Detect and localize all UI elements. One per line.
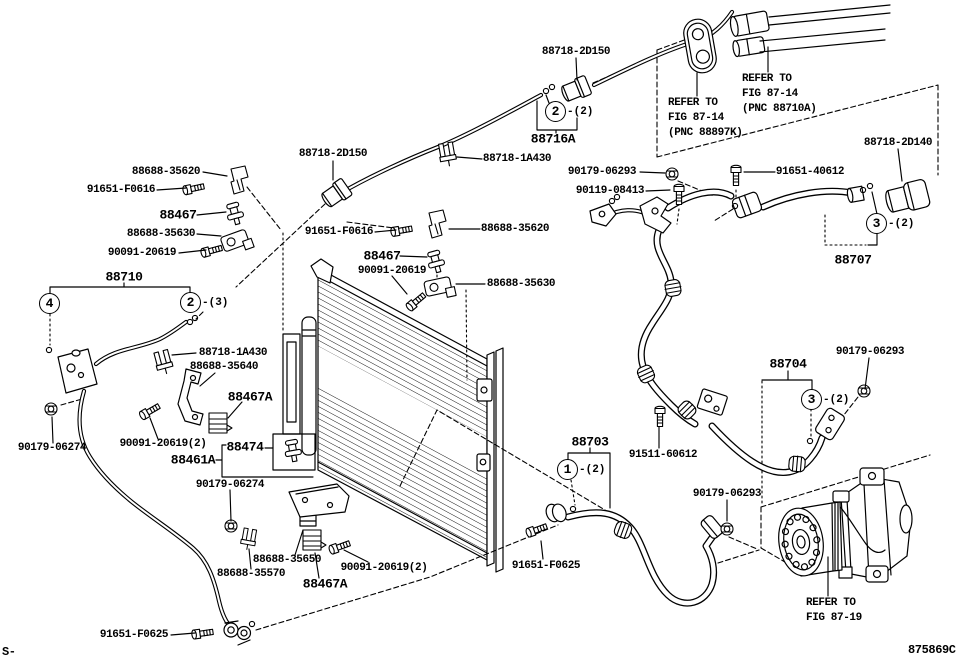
callout-circle: 4	[39, 293, 60, 314]
part-label: 88718-1A430	[198, 347, 268, 359]
part-label: 91651-F0616	[304, 226, 374, 238]
pipe-stub-upper	[729, 4, 891, 37]
part-label: 88461A	[170, 452, 216, 468]
part-label: 91651-40612	[775, 166, 845, 178]
fittings-drawing	[57, 4, 931, 646]
refer-note: REFER TO FIG 87-14 (PNC 88897K)	[668, 97, 743, 139]
part-label: 90179-06274	[17, 442, 87, 454]
part-label: 88688-35630	[486, 278, 556, 290]
part-label: 88718-1A430	[482, 153, 552, 165]
part-label: 91651-F0616	[86, 184, 156, 196]
grommet-drawing	[683, 18, 717, 74]
part-label: 88474	[226, 439, 264, 455]
part-label: 90179-06293	[692, 488, 762, 500]
part-label: 88718-2D150	[541, 46, 611, 58]
part-label: 91651-F0625	[99, 629, 169, 641]
part-label: 90091-20619	[107, 247, 177, 259]
part-label: 88467A	[227, 389, 273, 405]
compressor-drawing	[778, 467, 913, 583]
part-label: 88718-2D150	[298, 148, 368, 160]
callout-suffix: -(3)	[202, 296, 229, 309]
part-label: 88688-35650	[252, 554, 322, 566]
part-label: 88688-35630	[126, 228, 196, 240]
part-label: 88718-2D140	[863, 137, 933, 149]
brackets-drawing	[152, 141, 728, 552]
eye-clamp-drawing	[223, 620, 252, 646]
part-label: 88688-35640	[189, 361, 259, 373]
part-label: 90091-20619(2)	[119, 438, 207, 450]
callout-suffix: -(2)	[579, 463, 606, 476]
callout-circle: 3	[801, 389, 822, 410]
callout-suffix: -(2)	[567, 105, 594, 118]
refer-note: REFER TO FIG 87-19	[806, 597, 862, 624]
condenser-drawing	[310, 258, 504, 573]
refer-note: REFER TO FIG 87-14 (PNC 88710A)	[742, 73, 817, 115]
receiver-drier-drawing	[282, 316, 317, 456]
part-label: 91511-60612	[628, 449, 698, 461]
part-label: 90179-06293	[835, 346, 905, 358]
part-label: 90179-06274	[195, 479, 265, 491]
sheet-code-right: 875869C	[908, 643, 956, 657]
callout-circle: 2	[180, 292, 201, 313]
part-label: 88704	[769, 356, 807, 372]
part-label: 88716A	[530, 131, 576, 147]
part-label: 88688-35570	[216, 568, 286, 580]
pipe-stub-lower	[732, 28, 886, 58]
callout-circle: 1	[557, 459, 578, 480]
part-label: 90119-08413	[575, 185, 645, 197]
part-label: 88703	[571, 434, 609, 450]
part-label: 88688-35620	[480, 223, 550, 235]
callout-circle: 3	[866, 213, 887, 234]
part-label: 91651-F0625	[511, 560, 581, 572]
part-label: 88467	[159, 207, 197, 223]
part-label: 90179-06293	[567, 166, 637, 178]
callout: 4	[39, 293, 60, 314]
part-label: 88688-35620	[131, 166, 201, 178]
hoses-drawing	[564, 187, 856, 607]
leader-lines	[49, 46, 903, 636]
hose-end-fitting	[815, 407, 845, 441]
callout-suffix: -(2)	[823, 393, 850, 406]
part-label: 90091-20619	[357, 265, 427, 277]
fitting-2d140	[885, 179, 931, 213]
callout: 2-(2)	[545, 101, 593, 122]
callout: 2-(3)	[180, 292, 228, 313]
part-label: 88707	[834, 252, 872, 268]
callout-suffix: -(2)	[888, 217, 915, 230]
callout-circle: 2	[545, 101, 566, 122]
callout: 3-(2)	[801, 389, 849, 410]
part-label: 90091-20619(2)	[340, 562, 428, 574]
part-label: 88467	[363, 248, 401, 264]
callout: 1-(2)	[557, 459, 605, 480]
part-label: 88710	[105, 269, 143, 285]
part-label: 88467A	[302, 576, 348, 592]
callout: 3-(2)	[866, 213, 914, 234]
sheet-code-left: S-	[2, 645, 16, 659]
